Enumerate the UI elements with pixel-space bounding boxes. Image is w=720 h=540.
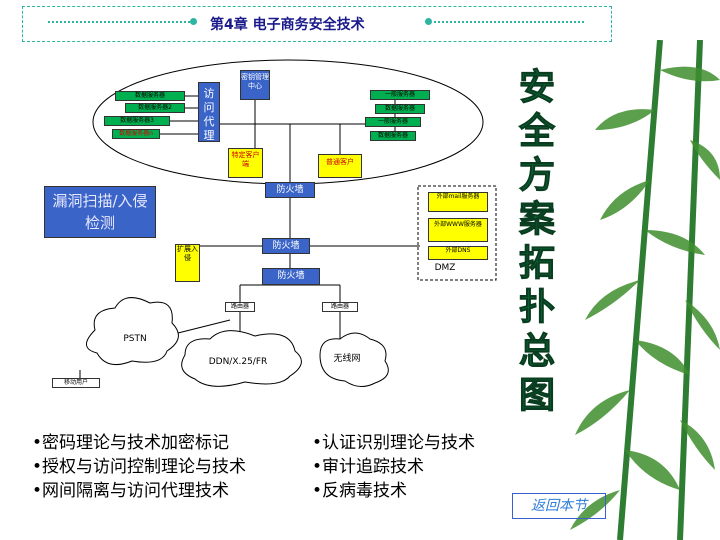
access-proxy: 访问代理 bbox=[198, 82, 220, 142]
page-title: 第4章 电子商务安全技术 bbox=[210, 17, 365, 33]
data-server-n: 数据服务器n bbox=[112, 129, 160, 139]
data-server-3: 数据服务器3 bbox=[104, 116, 170, 126]
bullet-left-2: •授权与访问控制理论与技术 bbox=[32, 457, 247, 477]
general-server-1: 一般服务器 bbox=[370, 90, 430, 100]
pstn-network: PSTN bbox=[123, 334, 147, 344]
key-management-center: 密钥管理中心 bbox=[240, 70, 270, 100]
header-dotline-left bbox=[48, 21, 190, 23]
bamboo-decoration bbox=[570, 40, 720, 540]
firewall-middle: 防火墙 bbox=[262, 238, 310, 254]
side-title-char-6: 扑 bbox=[518, 286, 555, 329]
wireless-network: 无线网 bbox=[333, 354, 361, 364]
vulnerability-scan-intrusion-detection: 漏洞扫描/入侵检测 bbox=[44, 186, 156, 238]
data-server-right-1: 数据服务器 bbox=[375, 104, 425, 114]
header-frame bbox=[22, 6, 612, 42]
bullet-left-1: •密码理论与技术加密标记 bbox=[32, 433, 230, 453]
bullet-right-3: •反病毒技术 bbox=[312, 481, 408, 501]
header-dot-left bbox=[190, 18, 197, 25]
data-server-right-2: 数据服务器 bbox=[370, 131, 416, 141]
firewall-top: 防火墙 bbox=[265, 182, 315, 198]
router-right: 路由器 bbox=[322, 302, 358, 312]
bullet-right-2: •审计追踪技术 bbox=[312, 457, 425, 477]
side-title-char-5: 拓 bbox=[518, 242, 555, 285]
bullet-left-3: •网间隔离与访问代理技术 bbox=[32, 481, 230, 501]
extended-intrusion: 扩展入侵 bbox=[175, 244, 200, 282]
special-client: 特定客户端 bbox=[228, 148, 263, 178]
side-title-char-4: 案 bbox=[518, 198, 555, 241]
side-title-char-2: 全 bbox=[518, 110, 555, 153]
back-to-section-link[interactable]: 返回本节 bbox=[512, 493, 606, 519]
mobile-user: 移动用户 bbox=[52, 378, 100, 388]
bullet-right-1: •认证识别理论与技术 bbox=[312, 433, 476, 453]
header-dotline-right bbox=[434, 21, 584, 23]
side-title-char-1: 安 bbox=[518, 66, 555, 109]
dmz-www-server: 外部WWW服务器 bbox=[428, 218, 488, 242]
data-server-1: 数据服务器 bbox=[115, 91, 185, 101]
dmz-dns: 外部DNS bbox=[428, 246, 488, 260]
general-server-2: 一般服务器 bbox=[365, 117, 421, 127]
side-title-char-3: 方 bbox=[518, 154, 555, 197]
data-server-2: 数据服务器2 bbox=[125, 103, 185, 113]
router-left: 路由器 bbox=[225, 302, 255, 312]
normal-client: 普通客户 bbox=[318, 154, 362, 178]
gateway: 防火墙 bbox=[262, 268, 320, 285]
network-topology-diagram: 数据服务器 数据服务器2 数据服务器3 数据服务器n 访问代理 密钥管理中心 一… bbox=[44, 59, 497, 388]
dmz-mail-server: 外部mail服务器 bbox=[428, 192, 488, 212]
side-title-char-7: 总 bbox=[518, 330, 555, 373]
diagram-lines bbox=[79, 59, 497, 387]
ddn-network: DDN/X.25/FR bbox=[208, 357, 268, 367]
dmz-label: DMZ bbox=[434, 263, 456, 273]
side-title-char-8: 图 bbox=[518, 374, 555, 417]
header-dot-right bbox=[425, 18, 432, 25]
